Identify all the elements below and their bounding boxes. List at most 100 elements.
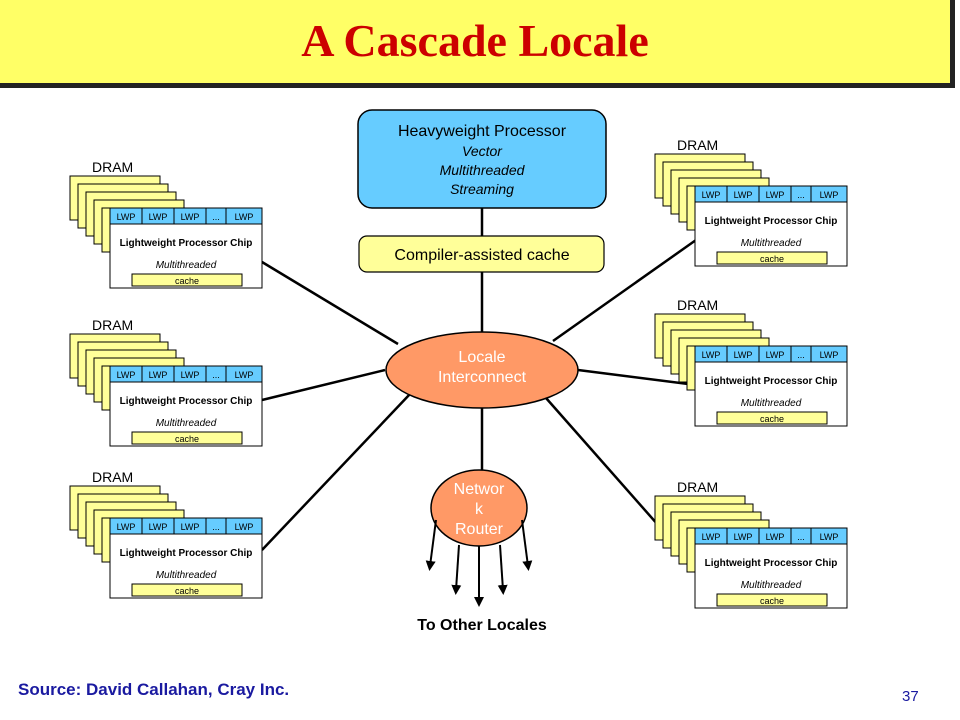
lwp-label: LWP (734, 532, 753, 542)
network-router: Networ k Router (430, 469, 528, 547)
line-to-chip-left-middle (261, 368, 386, 402)
dram-label: DRAM (92, 469, 133, 485)
lwp-label: LWP (181, 370, 200, 380)
lwp-label: LWP (820, 350, 839, 360)
lwp-label: LWP (149, 522, 168, 532)
chip-name: Lightweight Processor Chip (120, 238, 253, 249)
router-arrow (425, 519, 437, 571)
source-citation: Source: David Callahan, Cray Inc. (18, 680, 290, 699)
lwp-label: LWP (181, 522, 200, 532)
lwp-cell (225, 207, 263, 225)
heavyweight-feature: Streaming (450, 181, 514, 197)
chip-name: Lightweight Processor Chip (705, 216, 838, 227)
chip-group-right-bottom: DRAM LWP LWP LWP... LWP Lightweight Processor… (654, 479, 848, 609)
lwp-label: LWP (766, 532, 785, 542)
chip-cache-box (716, 251, 828, 265)
lwp-label: LWP (117, 212, 136, 222)
lwp-label: LWP (149, 370, 168, 380)
lightweight-chip: DRAM LWP LWP LWP... LWP Lightweight Processor… (654, 137, 848, 267)
lwp-label: ... (797, 350, 805, 360)
lwp-label: LWP (702, 350, 721, 360)
lwp-cell (225, 517, 263, 535)
lightweight-chip: DRAM LWP LWP LWP... LWP Lightweight Processor… (654, 297, 848, 427)
lwp-label: LWP (702, 190, 721, 200)
router-arrow (497, 544, 508, 595)
chip-cache-label: cache (175, 276, 199, 286)
dram-label: DRAM (677, 479, 718, 495)
lwp-label: ... (212, 370, 220, 380)
chip-name: Lightweight Processor Chip (705, 558, 838, 569)
compiler-cache-label: Compiler-assisted cache (394, 247, 569, 264)
title-bar: A Cascade Locale (0, 0, 955, 88)
lwp-label: LWP (235, 370, 254, 380)
interconnect-label: Interconnect (438, 369, 527, 386)
chip-name: Lightweight Processor Chip (705, 376, 838, 387)
chip-cache-label: cache (760, 254, 784, 264)
chip-group-right-top: DRAM LWP LWP LWP... LWP Lightweight Processor… (654, 137, 848, 267)
interconnect-label: Locale (458, 349, 505, 366)
router-label: Networ (454, 481, 505, 498)
lwp-label: ... (797, 190, 805, 200)
lwp-label: ... (797, 532, 805, 542)
chip-cache-box (716, 411, 828, 425)
lwp-label: ... (212, 522, 220, 532)
chip-cache-box (131, 431, 243, 445)
router-arrow (451, 544, 462, 595)
chip-cache-box (716, 593, 828, 607)
slide-title: A Cascade Locale (301, 15, 649, 66)
lightweight-chip: DRAM LWP LWP LWP... LWP Lightweight Processor… (69, 159, 263, 289)
dram-label: DRAM (92, 317, 133, 333)
router-arrows (425, 519, 533, 607)
line-to-chip-left-top (261, 260, 399, 346)
to-other-locales-label: To Other Locales (417, 617, 547, 634)
chip-subtitle: Multithreaded (156, 418, 217, 429)
router-arrow (521, 519, 533, 571)
lwp-label: LWP (117, 522, 136, 532)
line-to-chip-right-middle (577, 368, 697, 387)
lwp-label: LWP (702, 532, 721, 542)
heavyweight-feature: Vector (462, 143, 503, 159)
chip-subtitle: Multithreaded (741, 580, 802, 591)
lwp-label: LWP (235, 212, 254, 222)
router-label: k (475, 501, 484, 518)
lwp-cell (225, 365, 263, 383)
chip-cache-label: cache (760, 414, 784, 424)
lwp-label: LWP (734, 190, 753, 200)
router-label: Router (455, 521, 504, 538)
page-number: 37 (902, 688, 919, 705)
line-to-chip-right-top (552, 238, 697, 343)
lwp-label: LWP (181, 212, 200, 222)
lwp-label: ... (212, 212, 220, 222)
dram-label: DRAM (677, 137, 718, 153)
lwp-cell (810, 345, 848, 363)
lwp-label: LWP (734, 350, 753, 360)
heavyweight-title: Heavyweight Processor (398, 123, 567, 140)
chip-cache-label: cache (760, 596, 784, 606)
chip-cache-label: cache (175, 586, 199, 596)
lwp-label: LWP (117, 370, 136, 380)
dram-label: DRAM (92, 159, 133, 175)
locale-interconnect: Locale Interconnect (385, 331, 579, 409)
chip-cache-box (131, 273, 243, 287)
lwp-label: LWP (766, 190, 785, 200)
lwp-label: LWP (766, 350, 785, 360)
chip-cache-label: cache (175, 434, 199, 444)
chip-subtitle: Multithreaded (156, 260, 217, 271)
chip-subtitle: Multithreaded (741, 238, 802, 249)
chip-cache-box (131, 583, 243, 597)
chip-subtitle: Multithreaded (156, 570, 217, 581)
lwp-label: LWP (820, 190, 839, 200)
lwp-label: LWP (149, 212, 168, 222)
chip-group-right-middle: DRAM LWP LWP LWP... LWP Lightweight Processor… (654, 297, 848, 427)
lwp-label: LWP (820, 532, 839, 542)
heavyweight-processor: Heavyweight Processor Vector Multithread… (357, 109, 607, 209)
dram-label: DRAM (677, 297, 718, 313)
compiler-cache: Compiler-assisted cache (358, 235, 605, 273)
lwp-label: LWP (235, 522, 254, 532)
heavyweight-feature: Multithreaded (440, 162, 526, 178)
